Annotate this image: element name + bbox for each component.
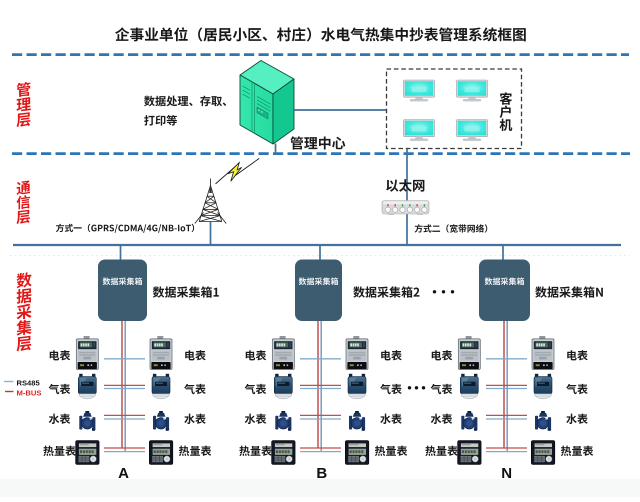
svg-text:B: B xyxy=(316,465,327,482)
svg-text:M-BUS: M-BUS xyxy=(17,388,42,397)
svg-text:N: N xyxy=(501,465,512,482)
svg-text:RS485: RS485 xyxy=(17,378,41,387)
svg-text:A: A xyxy=(118,465,129,482)
